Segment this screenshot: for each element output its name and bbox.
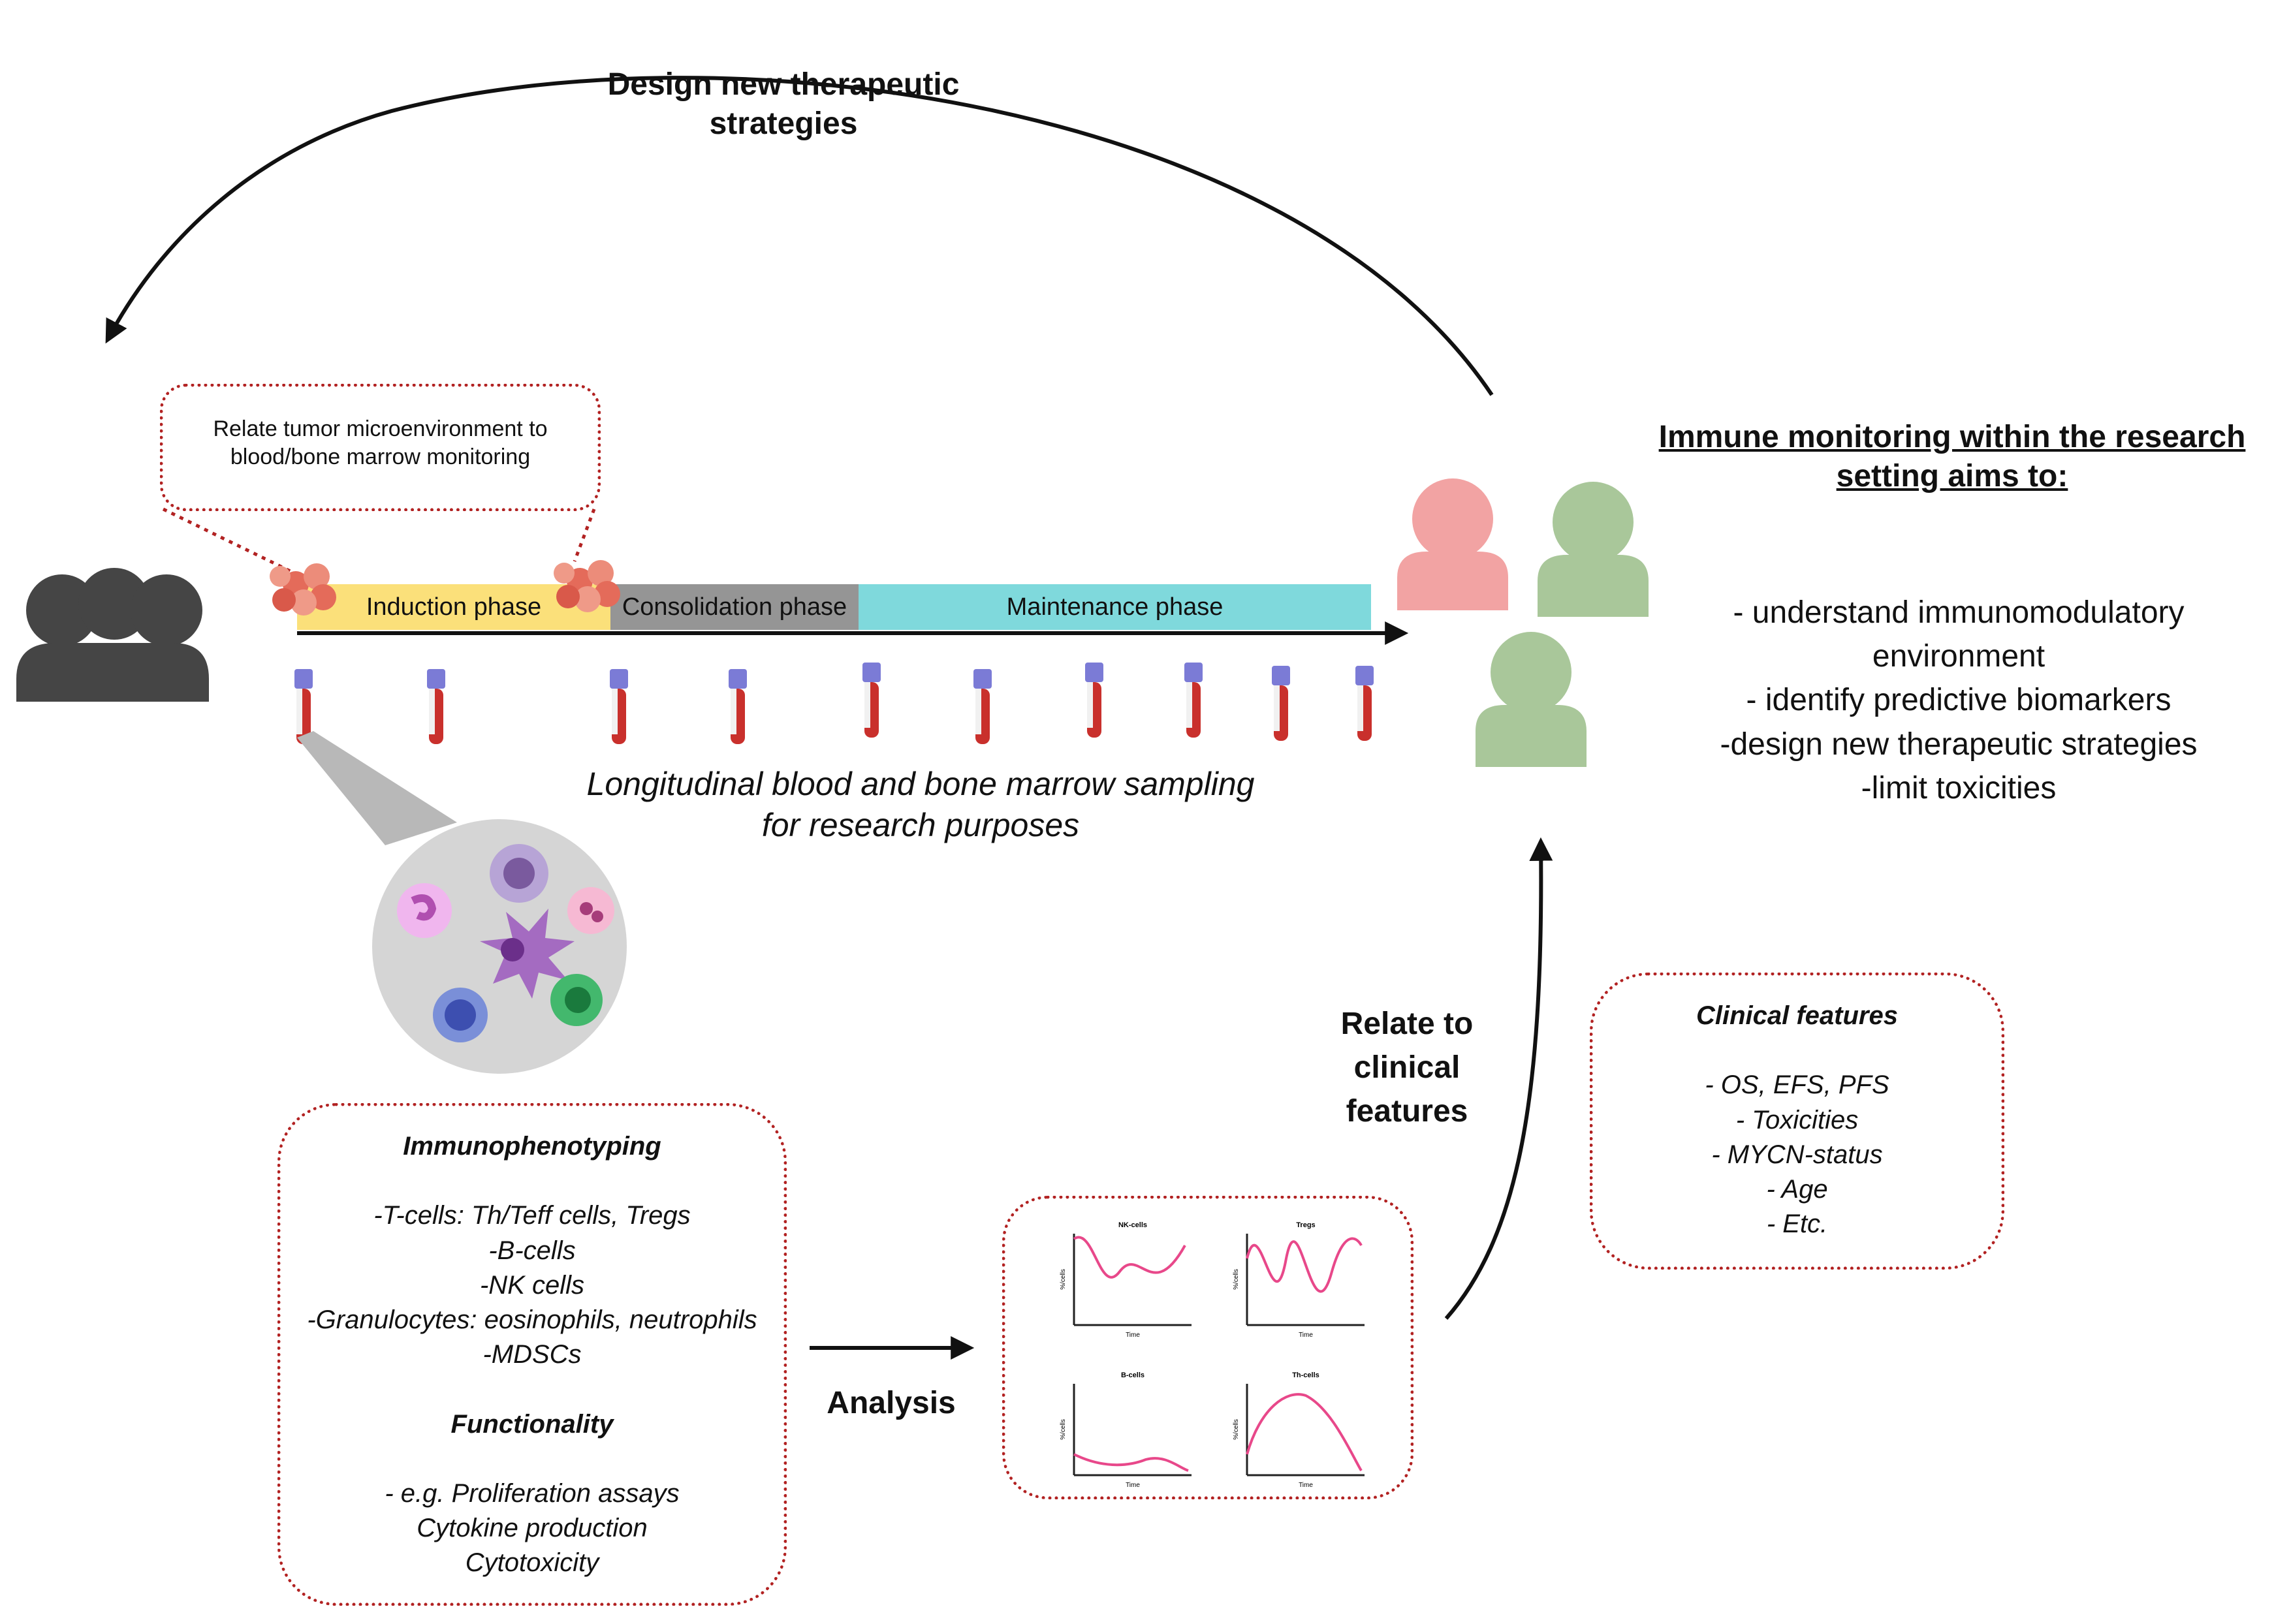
relate-clinical-label: Relate to clinical features xyxy=(1340,1007,1474,1129)
analysis-label: Analysis xyxy=(827,1386,956,1420)
immunophenotyping-heading: Immunophenotyping xyxy=(403,1132,661,1161)
blood-tube-icon xyxy=(1085,663,1103,738)
sampling-caption: Longitudinal blood and bone marrow sampl… xyxy=(586,766,1255,843)
blood-tube-icon xyxy=(973,669,992,744)
aim-item: environment xyxy=(1872,639,2045,674)
aim-item: - identify predictive biomarkers xyxy=(1746,683,2171,718)
aims-title: Immune monitoring within the research se… xyxy=(1658,420,2246,493)
tme-callout-box xyxy=(160,384,601,511)
mini-chart-xlabel: Time xyxy=(1299,1332,1313,1339)
blood-tube-icon xyxy=(1272,666,1290,741)
aim-item: -limit toxicities xyxy=(1861,770,2057,805)
sample-tubes xyxy=(294,663,1374,744)
tme-callout-text: Relate tumor microenvironment to blood/b… xyxy=(213,416,548,469)
aims-list: - understand immunomodulatory environmen… xyxy=(1645,591,2272,810)
immunophenotyping-content: Immunophenotyping -T-cells: Th/Teff cell… xyxy=(281,1129,783,1580)
mini-chart-xlabel: Time xyxy=(1126,1482,1140,1489)
mini-chart-ylabel: %/cells xyxy=(1233,1419,1240,1440)
analysis-charts-box xyxy=(1002,1196,1413,1499)
consolidation-bar xyxy=(610,584,859,630)
blood-tube-icon xyxy=(427,669,445,744)
researcher-pink-icon xyxy=(1397,478,1508,610)
mini-chart-ylabel: %/cells xyxy=(1233,1269,1240,1290)
blood-tube-icon xyxy=(1184,663,1203,738)
mini-chart-title: Tregs xyxy=(1296,1221,1315,1229)
mini-chart-title: Th-cells xyxy=(1292,1371,1319,1379)
maintenance-phase-label: Maintenance phase xyxy=(1006,593,1224,621)
consolidation-phase-label: Consolidation phase xyxy=(622,593,847,621)
mini-chart-ylabel: %/cells xyxy=(1060,1419,1067,1440)
patient-group-icon xyxy=(16,568,209,702)
aim-item: - understand immunomodulatory xyxy=(1733,595,2185,630)
immunophenotyping-box xyxy=(277,1103,787,1606)
blood-tube-icon xyxy=(862,663,881,738)
blood-tube-icon xyxy=(294,669,313,744)
mini-charts: NK-cellsTime%/cellsTregsTime%/cellsB-cel… xyxy=(1060,1221,1365,1489)
clinical-features-box xyxy=(1590,973,2004,1270)
callout-connector-right xyxy=(573,508,596,562)
clinical-features-heading: Clinical features xyxy=(1696,1001,1898,1030)
feedback-title: Design new therapeutic strategies xyxy=(535,65,1032,144)
researcher-green-icon xyxy=(1538,482,1649,617)
relate-clinical-arrow xyxy=(1444,837,1553,1320)
mini-chart-title: NK-cells xyxy=(1118,1221,1147,1229)
researcher-green-icon xyxy=(1476,632,1587,767)
clinical-features-content: Clinical features - OS, EFS, PFS - Toxic… xyxy=(1593,999,2001,1241)
zoom-wedge xyxy=(297,731,457,845)
immune-cells-icon xyxy=(397,844,614,1042)
mini-chart-ylabel: %/cells xyxy=(1060,1269,1067,1290)
functionality-heading: Functionality xyxy=(450,1409,614,1439)
tumor-cluster-icon xyxy=(554,560,620,612)
blood-tube-icon xyxy=(1355,666,1374,741)
feedback-arc-arrow xyxy=(105,76,1494,396)
aim-item: -design new therapeutic strategies xyxy=(1720,726,2198,762)
induction-phase-label: Induction phase xyxy=(366,593,542,621)
maintenance-bar xyxy=(859,584,1371,630)
feedback-title-text: Design new therapeutic strategies xyxy=(607,67,960,141)
callout-connector-left xyxy=(162,507,298,576)
mini-chart-xlabel: Time xyxy=(1299,1482,1313,1489)
mini-chart-xlabel: Time xyxy=(1126,1332,1140,1339)
blood-tube-icon xyxy=(610,669,628,744)
blood-tube-icon xyxy=(729,669,747,744)
mini-chart-title: B-cells xyxy=(1121,1371,1145,1379)
tumor-cluster-icon xyxy=(270,563,336,616)
